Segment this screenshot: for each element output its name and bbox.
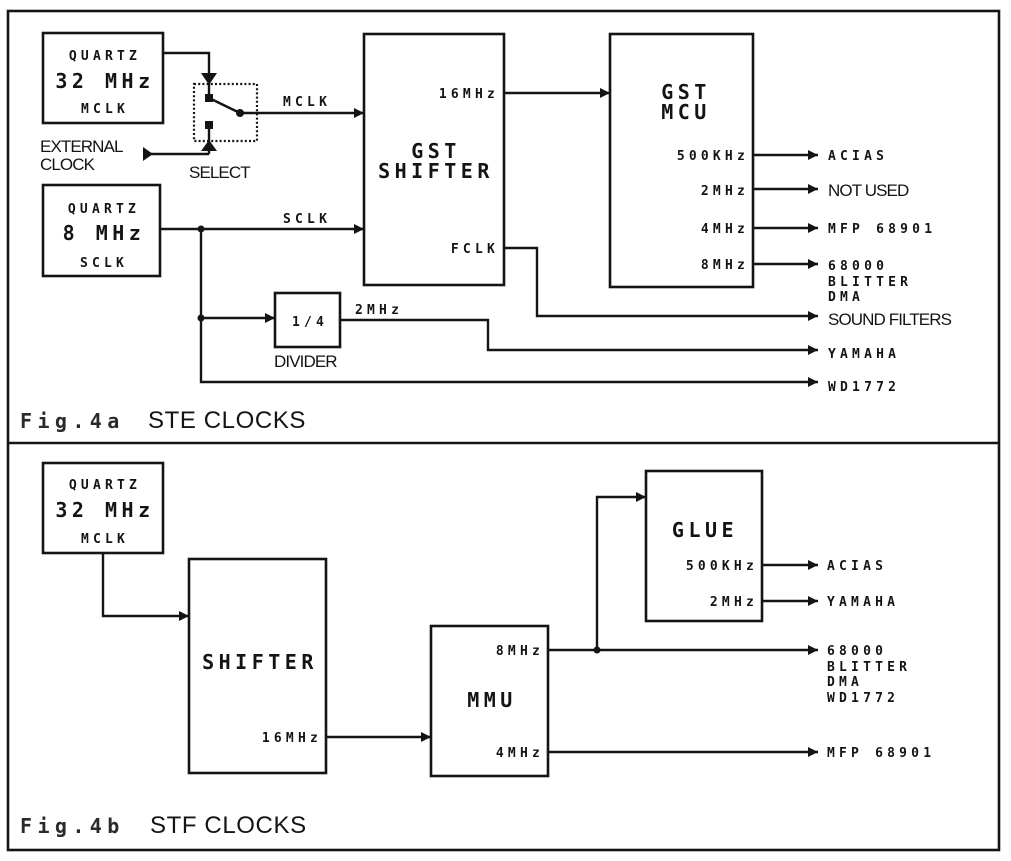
ste-output-not-used: NOT USED	[828, 181, 909, 200]
gst-shifter-name-line2: SHIFTER	[378, 159, 494, 183]
external-clock-label-line1: EXTERNAL	[40, 137, 123, 156]
ste-figure-title: STE CLOCKS	[148, 407, 306, 434]
stf-figure-number: Fig.4b	[20, 814, 125, 838]
ste-quartz-8mhz-box	[41, 183, 162, 278]
glue-name: GLUE	[672, 518, 738, 542]
mclk-signal-label: MCLK	[283, 95, 331, 110]
ste-quartz-8mhz-title: QUARTZ	[68, 202, 140, 217]
mmu-box	[429, 624, 550, 778]
ste-figure-number: Fig.4a	[20, 409, 125, 433]
stf-quartz-32mhz-title: QUARTZ	[69, 478, 141, 493]
mmu-port-8mhz: 8MHz	[496, 644, 544, 659]
ste-select-switch: EXTERNAL CLOCK SELECT	[40, 51, 259, 182]
wire-mmu-to-glue	[595, 492, 646, 650]
stf-shifter-port-16mhz: 16MHz	[262, 731, 322, 746]
wire-fclk-to-sound-filters	[504, 246, 818, 321]
stf-output-cpu-group-item: DMA	[827, 675, 863, 690]
ste-quartz-32mhz-freq: 32 MHz	[55, 69, 154, 93]
stf-quartz-32mhz-box	[41, 461, 165, 555]
stf-output-cpu-group-item: BLITTER	[827, 660, 911, 675]
stf-figure-title: STF CLOCKS	[150, 812, 307, 839]
ste-output-cpu-group-item: 68000	[828, 259, 888, 274]
gst-mcu-port: 2MHz	[701, 184, 749, 199]
external-clock-terminal-icon	[143, 147, 153, 161]
external-clock-input-arrow-icon	[201, 140, 217, 151]
stf-quartz-32mhz-signal: MCLK	[81, 532, 129, 547]
select-label: SELECT	[189, 163, 250, 182]
ste-quartz-32mhz-box	[41, 31, 165, 125]
switch-arm	[208, 96, 241, 115]
divider-out-label: 2MHz	[355, 303, 403, 318]
glue-box	[644, 469, 764, 623]
outer-frame	[6, 9, 1001, 852]
select-input-arrow-icon	[201, 73, 217, 85]
glue-port: 500KHz	[686, 559, 758, 574]
ste-output-cpu-group-item: DMA	[828, 290, 864, 305]
sclk-signal-label: SCLK	[283, 212, 331, 227]
stf-mmu-block: MMU 8MHz 4MHz	[429, 624, 550, 778]
gst-mcu-name-line2: MCU	[661, 100, 711, 124]
glue-port: 2MHz	[710, 595, 758, 610]
gst-shifter-name-line1: GST	[411, 139, 461, 163]
ste-gst-mcu-block: GST MCU 500KHz 2MHz 4MHz 8MHz	[608, 32, 755, 289]
ste-clocks-panel: QUARTZ 32 MHz MCLK EXTERNAL CLOCK SELECT…	[20, 31, 953, 434]
stf-output-mfp: MFP 68901	[827, 746, 935, 761]
ste-output-mfp: MFP 68901	[828, 222, 936, 237]
ste-quartz-32mhz-title: QUARTZ	[69, 49, 141, 64]
gst-mcu-name-line1: GST	[661, 80, 711, 104]
stf-output-acias: ACIAS	[827, 559, 887, 574]
select-box-dotted	[192, 82, 259, 143]
stf-shifter-block: SHIFTER 16MHz	[187, 557, 328, 775]
ste-output-sound-filters: SOUND FILTERS	[828, 310, 952, 329]
mmu-port-4mhz: 4MHz	[496, 746, 544, 761]
stf-quartz-32mhz-block: QUARTZ 32 MHz MCLK	[41, 461, 165, 555]
wire-quartz-to-shifter	[101, 553, 189, 621]
wire-divider-out	[340, 318, 818, 355]
wire-quartz32-to-select	[163, 51, 211, 98]
ste-quartz-32mhz-block: QUARTZ 32 MHz MCLK	[41, 31, 165, 125]
stf-quartz-32mhz-freq: 32 MHz	[55, 498, 154, 522]
ste-quartz-8mhz-block: QUARTZ 8 MHz SCLK	[41, 183, 162, 278]
stf-glue-block: GLUE 500KHz 2MHz	[644, 469, 764, 623]
wire-sclk-branch	[199, 229, 818, 387]
gst-shifter-port-fclk: FCLK	[451, 242, 499, 257]
gst-mcu-port: 8MHz	[701, 258, 749, 273]
ste-quartz-8mhz-signal: SCLK	[80, 256, 128, 271]
stf-output-cpu-group-item: WD1772	[827, 691, 899, 706]
gst-mcu-port: 4MHz	[701, 222, 749, 237]
divider-label: DIVIDER	[274, 352, 337, 371]
ste-quartz-32mhz-signal: MCLK	[81, 102, 129, 117]
ste-output-fdc: WD1772	[828, 380, 900, 395]
mmu-name: MMU	[467, 688, 517, 712]
external-clock-label-line2: CLOCK	[40, 155, 96, 174]
divider-ratio: 1/4	[292, 315, 328, 330]
ste-quartz-8mhz-freq: 8 MHz	[63, 221, 146, 245]
gst-mcu-port: 500KHz	[677, 149, 749, 164]
divider-box	[273, 291, 342, 349]
stf-shifter-name: SHIFTER	[202, 650, 318, 674]
ste-output-cpu-group-item: BLITTER	[828, 275, 912, 290]
ste-divider-block: 1/4 DIVIDER	[273, 291, 342, 371]
gst-shifter-box	[362, 32, 506, 287]
stf-clocks-panel: QUARTZ 32 MHz MCLK SHIFTER 16MHz MMU 8MH…	[20, 461, 935, 839]
ste-output-yamaha: YAMAHA	[828, 347, 900, 362]
ste-gst-shifter-block: GST SHIFTER 16MHz FCLK	[362, 32, 506, 287]
gst-mcu-box	[608, 32, 755, 289]
stf-shifter-box	[187, 557, 328, 775]
stf-output-cpu-group-item: 68000	[827, 644, 887, 659]
gst-shifter-port-16mhz: 16MHz	[439, 87, 499, 102]
ste-output-acias: ACIAS	[828, 149, 888, 164]
stf-output-yamaha: YAMAHA	[827, 595, 899, 610]
